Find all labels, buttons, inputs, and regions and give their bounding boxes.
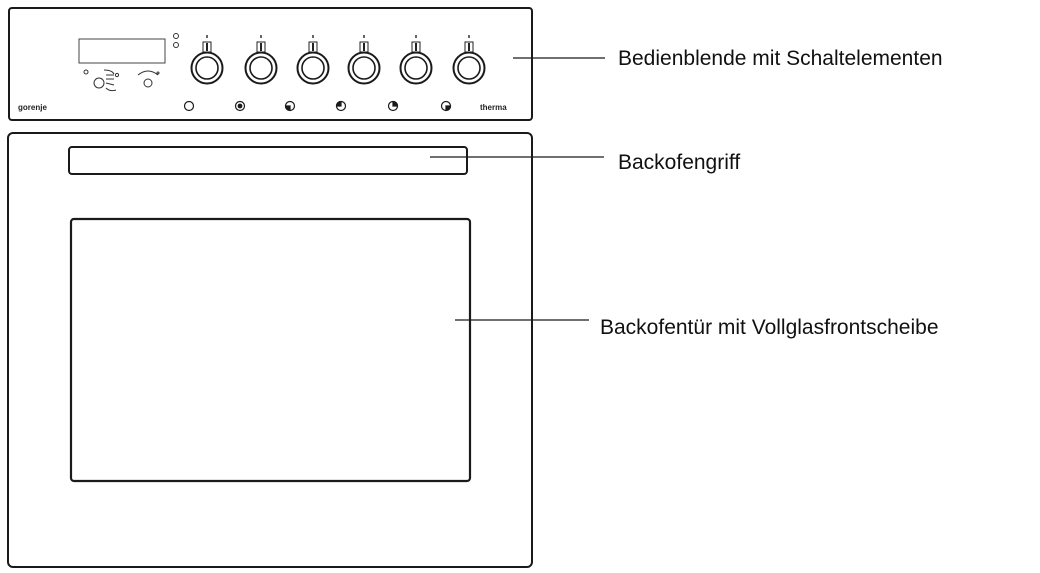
oven-door (7, 132, 533, 568)
brand-logo-right: therma (480, 103, 507, 112)
control-panel: gorenje therma (8, 7, 533, 121)
clock-indicator-icon (173, 33, 179, 39)
knob-1[interactable] (190, 35, 224, 85)
indicator-oven-icon (183, 100, 195, 112)
clock-indicator-icon (173, 42, 179, 48)
knob-5[interactable] (399, 35, 433, 85)
brand-logo-left: gorenje (18, 103, 47, 112)
indicator-hotplate-all-icon (234, 100, 246, 112)
oven-window (69, 217, 472, 483)
indicator-hotplate-rear-left-icon (335, 100, 347, 112)
label-oven-door: Backofentür mit Vollglasfrontscheibe (600, 316, 939, 339)
knob-3[interactable] (296, 35, 330, 85)
timer-symbols-icon (83, 69, 120, 92)
indicator-hotplate-rear-right-icon (387, 100, 399, 112)
indicator-hotplate-front-right-icon (440, 100, 452, 112)
label-control-panel: Bedienblende mit Schaltelementen (618, 47, 943, 70)
oven-handle[interactable] (68, 146, 468, 175)
knob-row (190, 35, 486, 85)
clock-display (78, 38, 166, 64)
knob-6[interactable] (452, 35, 486, 85)
knob-4[interactable] (347, 35, 381, 85)
indicator-row (183, 100, 452, 112)
knob-2[interactable] (244, 35, 278, 85)
timer-knob-icon[interactable] (137, 70, 160, 88)
indicator-hotplate-front-left-icon (284, 100, 296, 112)
label-oven-handle: Backofengriff (618, 151, 741, 174)
